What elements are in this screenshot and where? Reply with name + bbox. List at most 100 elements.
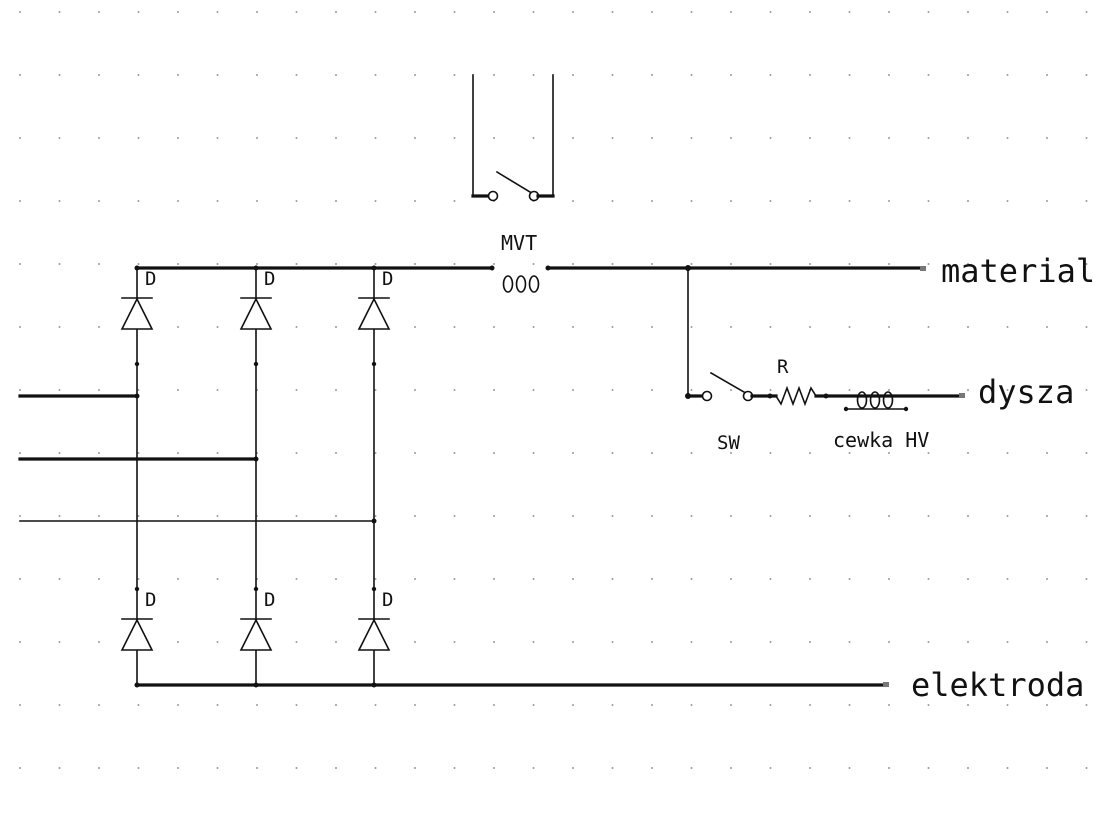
grid-dot xyxy=(611,515,614,517)
grid-dot xyxy=(730,137,732,139)
grid-dot xyxy=(848,74,851,76)
grid-dot xyxy=(493,137,495,139)
dysza-terminal xyxy=(959,393,965,398)
grid-dot xyxy=(295,578,298,580)
grid-dot xyxy=(572,200,574,202)
grid-dot xyxy=(888,74,890,76)
grid-dot xyxy=(216,200,219,202)
grid-dot xyxy=(888,326,890,328)
mvt-switch-contact-left xyxy=(487,190,499,202)
grid-dot xyxy=(769,263,772,265)
grid-dot xyxy=(611,74,614,76)
mvt-switch-blade xyxy=(495,170,532,194)
grid-dot xyxy=(532,389,535,391)
grid-dot xyxy=(453,641,456,643)
grid-dot xyxy=(98,452,100,454)
grid-dot xyxy=(1085,704,1088,706)
grid-dot xyxy=(769,452,772,454)
grid-dot xyxy=(690,200,693,202)
grid-dot xyxy=(888,704,890,706)
grid-dot xyxy=(58,452,61,454)
resistor-r xyxy=(774,385,818,407)
grid-dot xyxy=(58,389,61,391)
cewka-hv-label: cewka HV xyxy=(833,428,929,452)
grid-dot xyxy=(374,137,377,139)
grid-dot xyxy=(809,578,811,580)
grid-dot xyxy=(414,641,416,643)
grid-dot xyxy=(888,200,890,202)
grid-dot xyxy=(927,641,930,643)
grid-dot xyxy=(769,515,772,517)
grid-dot xyxy=(177,704,179,706)
grid-dot xyxy=(1046,263,1048,265)
grid-dot xyxy=(414,137,416,139)
grid-dot xyxy=(295,74,298,76)
grid-dot xyxy=(19,74,21,76)
grid-dot xyxy=(98,515,100,517)
grid-dot xyxy=(730,74,732,76)
grid-dot xyxy=(730,641,732,643)
grid-dot xyxy=(730,578,732,580)
grid-dot xyxy=(374,578,377,580)
grid-dot xyxy=(453,263,456,265)
grid-dot xyxy=(611,452,614,454)
grid-dot xyxy=(927,578,930,580)
grid-dot xyxy=(177,11,179,13)
grid-dot xyxy=(927,74,930,76)
grid-dot xyxy=(374,74,377,76)
grid-dot xyxy=(927,200,930,202)
grid-dot xyxy=(572,641,574,643)
grid-dot xyxy=(374,452,377,454)
grid-dot xyxy=(335,326,337,328)
grid-dot xyxy=(1046,767,1048,769)
grid-dot xyxy=(335,452,337,454)
grid-dot xyxy=(98,578,100,580)
grid-dot xyxy=(848,452,851,454)
grid-dot xyxy=(690,452,693,454)
grid-dot xyxy=(19,200,21,202)
grid-dot xyxy=(1085,326,1088,328)
grid-dot xyxy=(216,137,219,139)
grid-dot xyxy=(769,200,772,202)
grid-dot xyxy=(848,137,851,139)
grid-dot xyxy=(19,11,21,13)
grid-dot xyxy=(690,137,693,139)
grid-dot xyxy=(1006,74,1009,76)
grid-dot xyxy=(137,767,140,769)
grid-dot xyxy=(1046,515,1048,517)
ac-inputs xyxy=(18,393,377,524)
grid-dot xyxy=(532,263,535,265)
diode-bottom-label-3: D xyxy=(382,589,393,611)
grid-dot xyxy=(374,515,377,517)
grid-dot xyxy=(19,452,21,454)
grid-dot xyxy=(177,641,179,643)
grid-dot xyxy=(177,452,179,454)
grid-dot xyxy=(927,704,930,706)
grid-dot xyxy=(19,767,21,769)
grid-dot xyxy=(572,326,574,328)
grid-dot xyxy=(888,263,890,265)
grid-dot xyxy=(730,11,732,13)
grid-dot xyxy=(690,641,693,643)
material-label: material xyxy=(941,252,1095,290)
grid-dot xyxy=(19,137,21,139)
grid-dot xyxy=(256,704,258,706)
grid-dot xyxy=(730,326,732,328)
grid-dot xyxy=(1085,578,1088,580)
diode-bottom-3 xyxy=(357,618,391,651)
grid-dot xyxy=(374,389,377,391)
grid-dot xyxy=(888,767,890,769)
grid-dot xyxy=(611,137,614,139)
grid-dot xyxy=(730,452,732,454)
grid-dot xyxy=(651,74,653,76)
grid-dot xyxy=(98,200,100,202)
grid-dot xyxy=(532,74,535,76)
grid-dot xyxy=(848,704,851,706)
grid-dot xyxy=(927,263,930,265)
grid-dot xyxy=(98,704,100,706)
grid-dot xyxy=(1046,11,1048,13)
grid-dot xyxy=(532,767,535,769)
grid-dot xyxy=(1085,452,1088,454)
grid-dot xyxy=(216,263,219,265)
elektroda-label: elektroda xyxy=(911,666,1084,704)
